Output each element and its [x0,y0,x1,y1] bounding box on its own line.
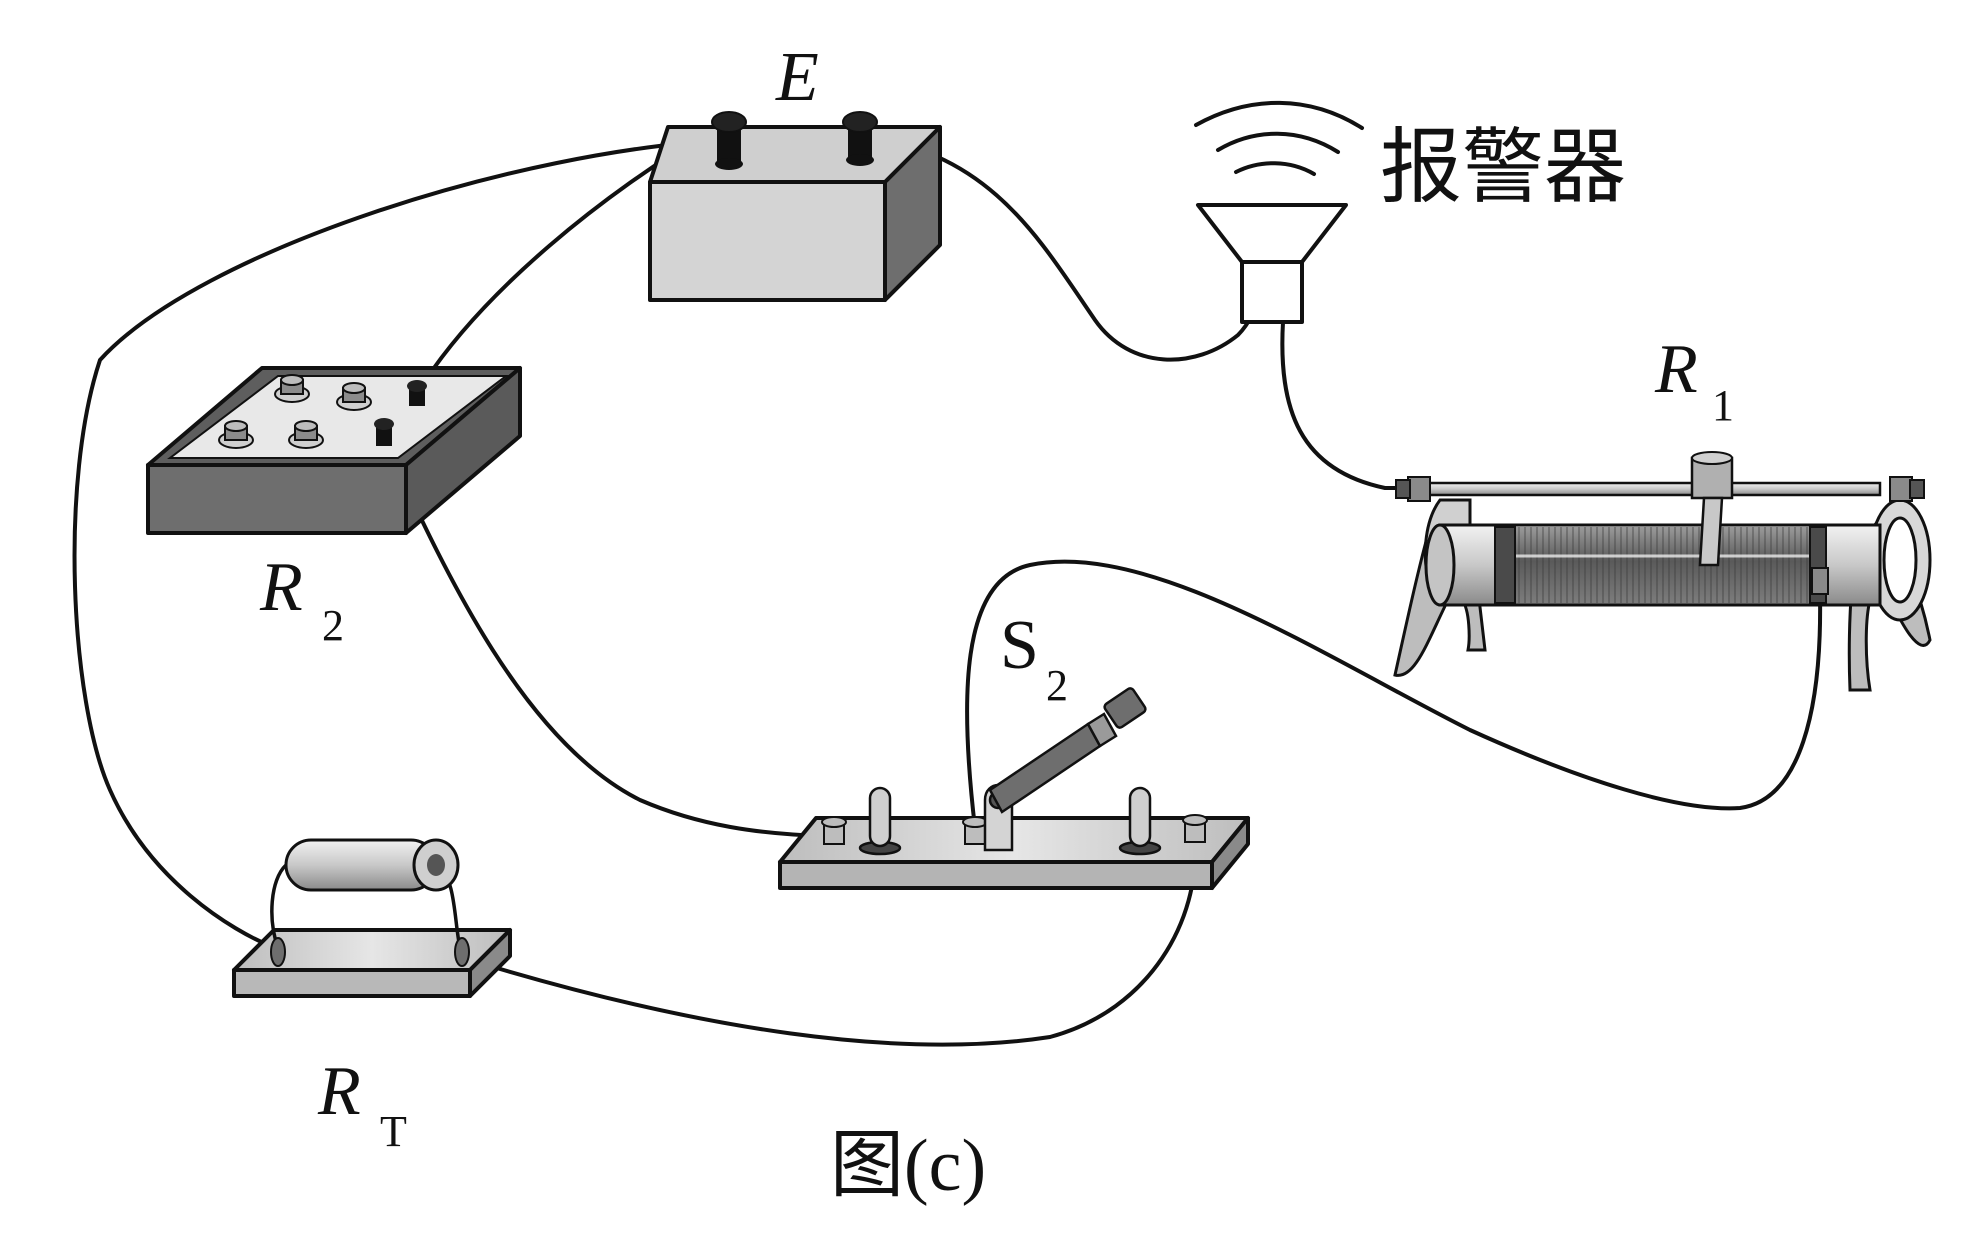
knife-switch-s2 [778,687,1250,890]
thermistor-subscript: T [380,1107,407,1156]
rheostat-slide-rod [1418,481,1882,497]
switch-label: S [1000,607,1039,684]
thermistor-label: R [317,1053,361,1130]
dial-knob-icon [336,382,372,411]
thermistor-body [284,838,460,892]
r2-terminal-bottom [374,418,394,446]
thermistor-rt [232,838,512,998]
battery-negative-terminal [711,111,747,170]
battery-e [648,111,942,302]
battery-label: E [775,39,819,116]
rheostat-subscript: 1 [1712,381,1734,430]
switch-terminal-left [821,816,847,845]
switch-terminal-right [1182,814,1208,843]
box-front-face [146,463,408,535]
thermistor-contact-left [270,937,286,967]
wire-r2-to-switch [382,438,825,838]
wire-switch-to-thermistor [468,838,1198,1047]
dial-knob-icon [274,374,310,403]
resistance-box-r2 [146,366,522,535]
battery-front-face [648,180,887,302]
switch-post-left [858,786,902,856]
sound-wave-icon [1194,100,1364,176]
thermistor-board-front [232,968,472,998]
rheostat-r1 [1393,451,1932,692]
switch-terminal-middle [962,816,988,845]
resistance-box-label: R [259,549,303,626]
rheostat-terminal-right [1889,476,1925,502]
switch-post-right [1118,786,1162,856]
alarm [1194,100,1364,324]
box-side-face [404,366,522,535]
rheostat-label: R [1654,331,1698,408]
wire-switch-to-r1 [965,559,1823,830]
alarm-label: 报警器 [1380,120,1626,215]
dial-knob-icon [218,420,254,449]
rheostat-terminal-bottom [1811,567,1829,595]
figure-caption: 图(c) [830,1125,986,1207]
switch-board-front [778,860,1214,890]
wire-e-neg-to-thermistor [72,138,730,950]
rheostat-terminal-left [1395,476,1431,502]
switch-board-top [778,816,1250,864]
dial-knobs [218,374,372,449]
resistance-box-subscript: 2 [322,601,344,650]
wire-alarm-to-r1 [1280,320,1412,490]
speaker-icon [1196,203,1348,324]
thermistor-contact-right [454,937,470,967]
dial-knob-icon [288,420,324,449]
rheostat-slider[interactable] [1690,451,1734,567]
r2-terminal-top [407,380,427,406]
battery-positive-terminal [842,111,878,166]
switch-handle[interactable] [988,687,1147,814]
switch-subscript: 2 [1046,661,1068,710]
wire-e-pos-to-alarm [856,134,1257,362]
